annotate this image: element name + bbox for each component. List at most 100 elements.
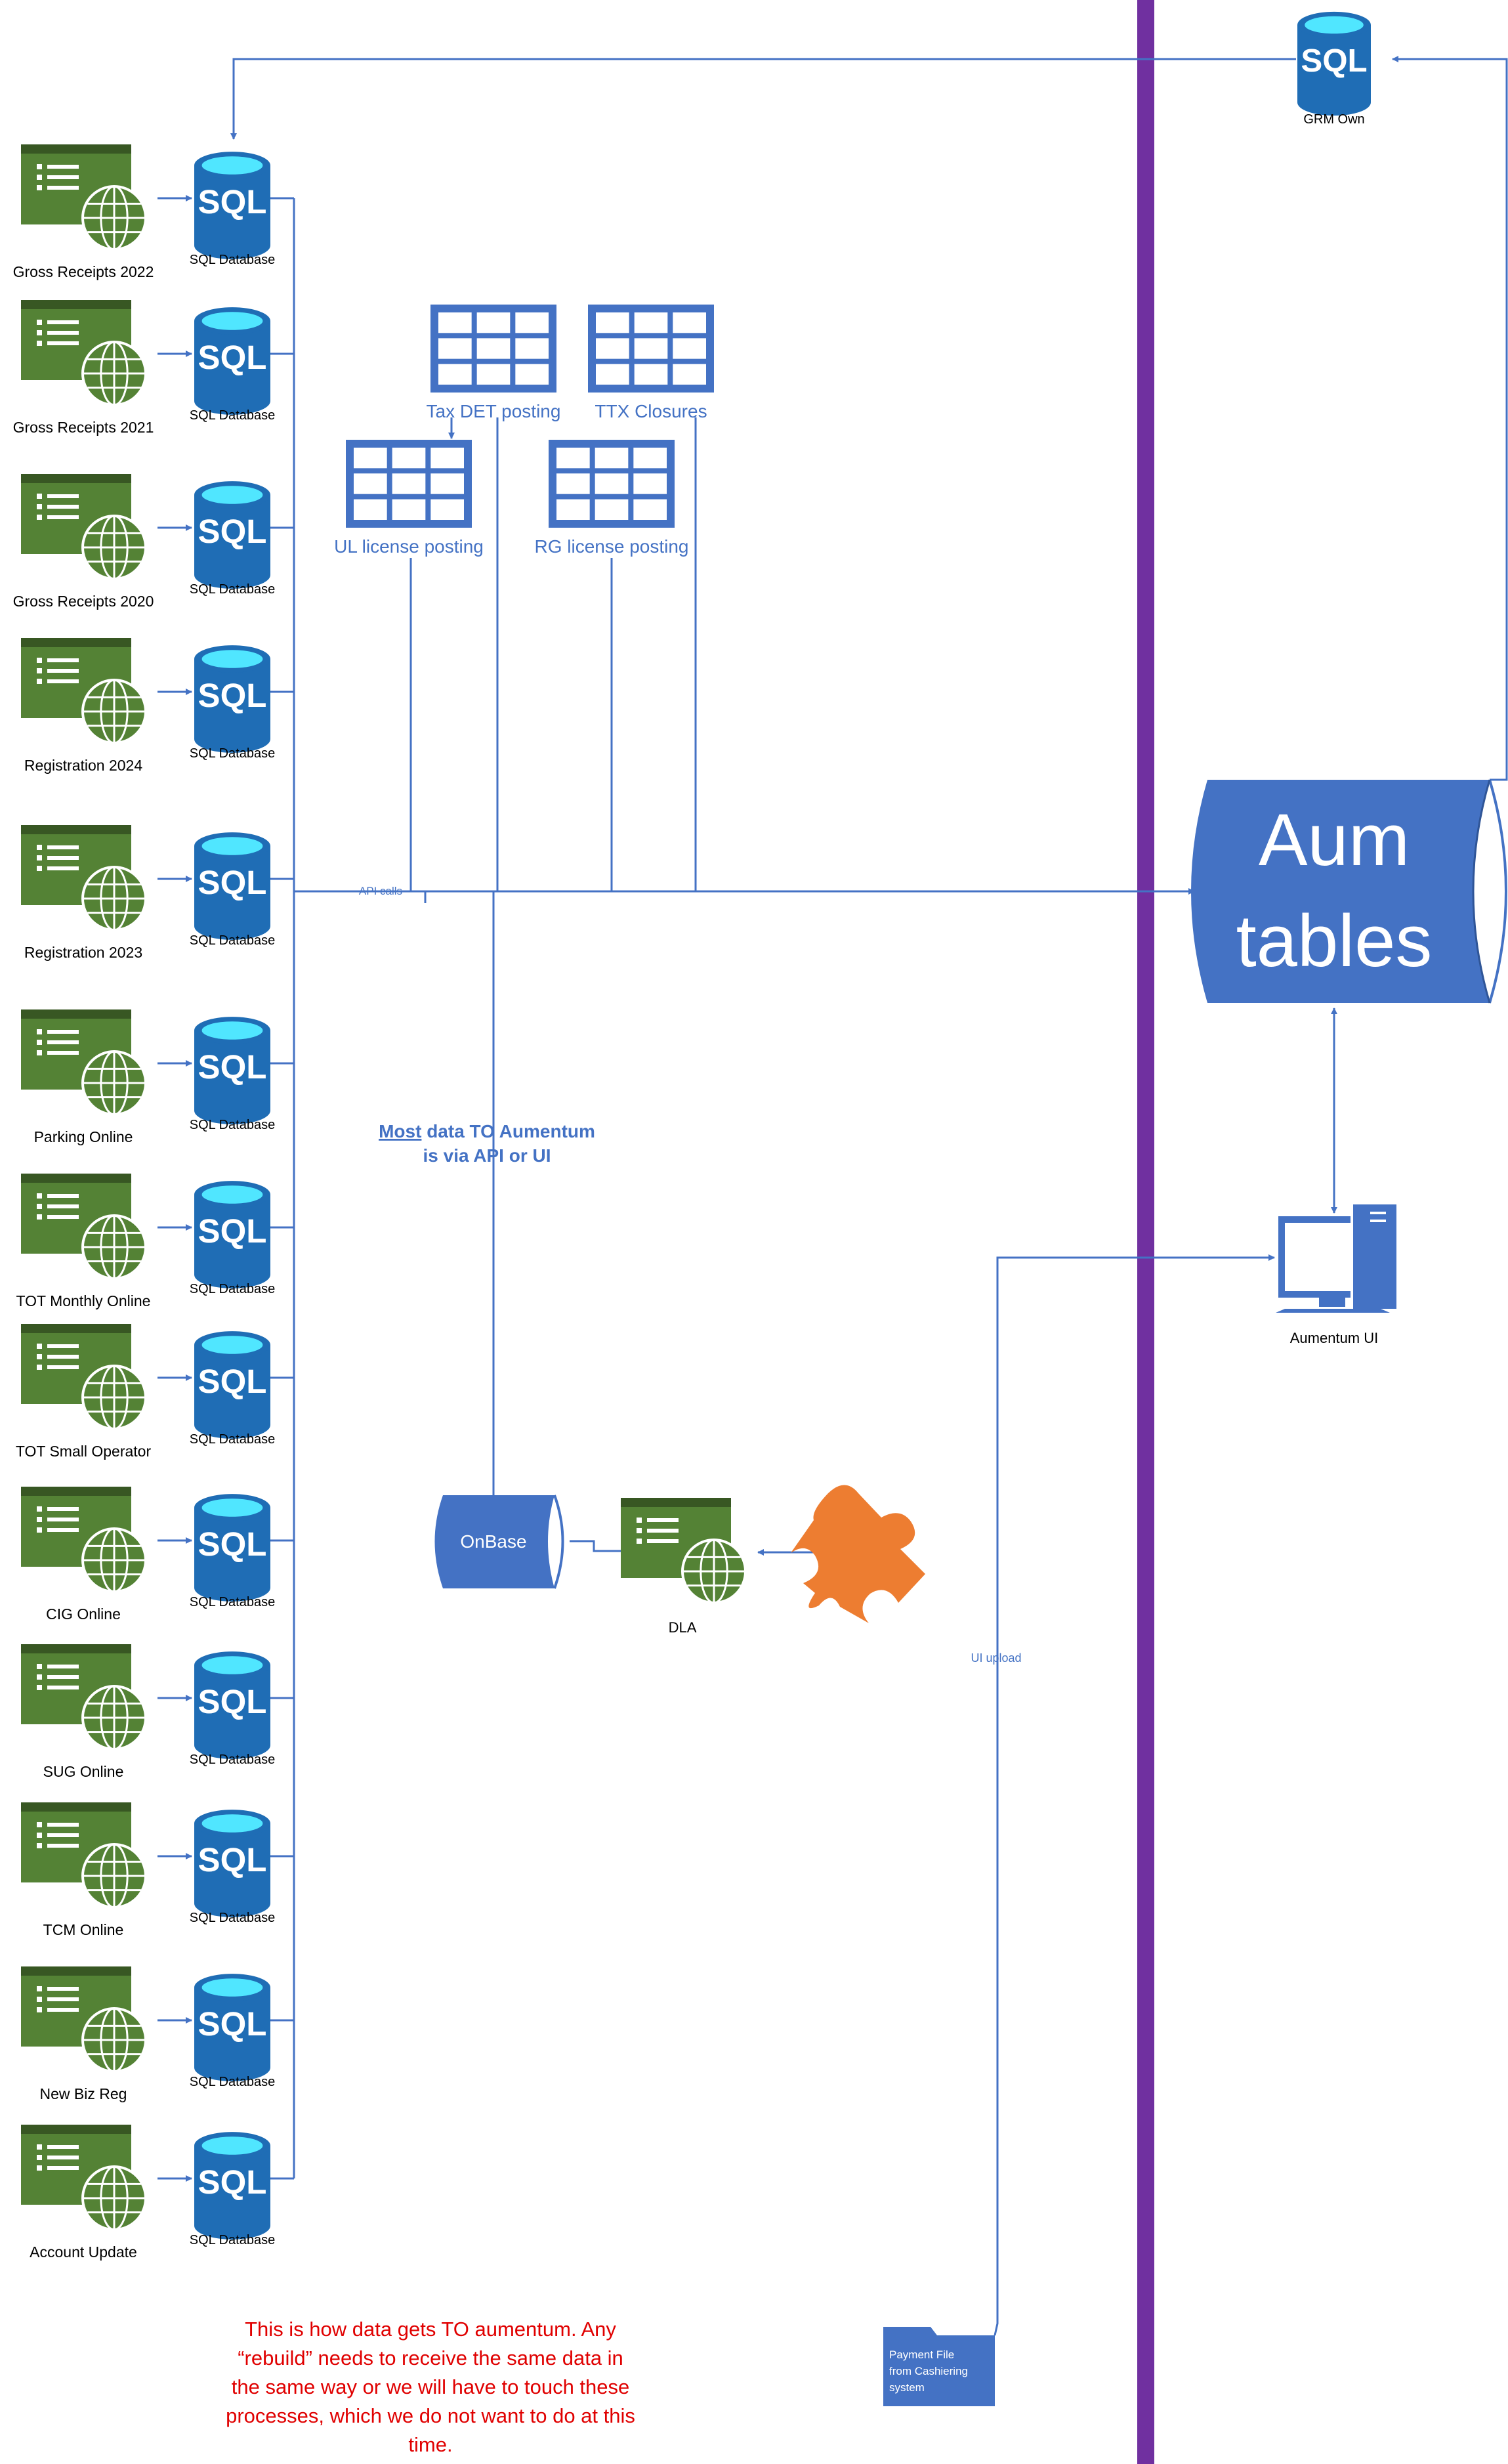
sql-database-icon: SQL (194, 1494, 270, 1602)
web-app-icon (21, 1174, 147, 1280)
web-app-icon (21, 1009, 147, 1116)
api-calls-label: API calls (359, 885, 402, 897)
web-app-icon (21, 2125, 147, 2231)
app-label: Registration 2024 (24, 757, 142, 774)
sql-glyph: SQL (198, 1212, 267, 1250)
computer-icon (1276, 1202, 1399, 1313)
web-app-icon (21, 1487, 147, 1593)
sql-glyph: SQL (198, 1048, 267, 1086)
app-label: TOT Monthly Online (16, 1292, 151, 1309)
table-icon (588, 305, 714, 393)
sql-database-label: SQL Database (190, 253, 275, 267)
sql-database-label: SQL Database (190, 1595, 275, 1609)
most-data-note-line2: is via API or UI (423, 1145, 551, 1166)
web-app-icon (21, 144, 147, 251)
web-app-icon (21, 1324, 147, 1430)
app-label: TOT Small Operator (16, 1443, 152, 1460)
sql-database-icon: SQL (194, 152, 270, 259)
sql-database-label: SQL Database (190, 582, 275, 597)
sql-glyph: SQL (1301, 43, 1367, 79)
sql-database-label: SQL Database (190, 1282, 275, 1296)
sql-glyph: SQL (198, 2163, 267, 2201)
app-label: CIG Online (46, 1605, 121, 1623)
ui-upload-label: UI upload (971, 1651, 1021, 1665)
onbase-label: OnBase (460, 1531, 526, 1552)
source-row: TOT Monthly Online SQL SQL Database (16, 1174, 275, 1309)
dla-label: DLA (669, 1619, 697, 1636)
grm-sql-icon: SQL (1297, 11, 1371, 116)
aum-tables-label-1: Aum (1259, 799, 1410, 881)
posting-tables (346, 305, 714, 528)
sql-database-label: SQL Database (190, 1911, 275, 1925)
table-icon (549, 440, 675, 528)
table-label-tax-det: Tax DET posting (427, 401, 561, 421)
aum-tables-label-2: tables (1236, 900, 1433, 982)
table-icon (346, 440, 472, 528)
sql-database-label: SQL Database (190, 2233, 275, 2247)
app-label: Gross Receipts 2020 (13, 593, 154, 610)
sql-database-icon: SQL (194, 832, 270, 940)
table-label-ttx: TTX Closures (595, 401, 707, 421)
source-row: SUG Online SQL SQL Database (21, 1644, 275, 1780)
app-label: SUG Online (43, 1763, 124, 1780)
ui-upload-link (994, 1254, 1275, 2336)
sql-database-icon: SQL (194, 1331, 270, 1439)
grm-to-source-link (230, 58, 1296, 140)
sql-glyph: SQL (198, 1683, 267, 1720)
payment-file-folder-icon (883, 2327, 995, 2406)
sql-glyph: SQL (198, 1841, 267, 1879)
boundary-divider (1137, 0, 1154, 2464)
connector-lines (157, 56, 1508, 2336)
payment-file-line3: system (889, 2381, 925, 2394)
app-label: Gross Receipts 2021 (13, 419, 154, 436)
sql-glyph: SQL (198, 339, 267, 376)
app-label: New Biz Reg (40, 2085, 127, 2102)
web-app-icon (21, 825, 147, 931)
sql-glyph: SQL (198, 1363, 267, 1400)
sql-database-label: SQL Database (190, 1432, 275, 1447)
red-note-line3: the same way or we will have to touch th… (232, 2375, 630, 2398)
sql-database-label: SQL Database (190, 933, 275, 948)
grm-own-database: SQL (1297, 11, 1371, 116)
app-label: Account Update (30, 2243, 137, 2261)
sql-database-icon: SQL (194, 1974, 270, 2081)
sql-database-icon: SQL (194, 1810, 270, 1917)
most-data-note-line1: Most data TO Aumentum (379, 1121, 595, 1141)
source-row: TOT Small Operator SQL SQL Database (16, 1324, 275, 1460)
source-row: Registration 2024 SQL SQL Database (21, 638, 275, 774)
sql-database-icon: SQL (194, 307, 270, 415)
web-app-icon (21, 1644, 147, 1751)
web-app-icon (21, 300, 147, 406)
sql-database-icon: SQL (194, 1017, 270, 1124)
aum-to-grm-link (1392, 56, 1508, 781)
payment-file-line1: Payment File (889, 2348, 954, 2361)
dla-app-icon (621, 1498, 747, 1604)
web-app-icon (21, 474, 147, 580)
source-row: Parking Online SQL SQL Database (21, 1009, 275, 1145)
sql-database-icon: SQL (194, 645, 270, 753)
web-app-icon (621, 1498, 747, 1604)
sql-database-label: SQL Database (190, 408, 275, 423)
aum-tables-store (1191, 779, 1507, 1004)
sql-database-label: SQL Database (190, 2075, 275, 2089)
sql-database-label: SQL Database (190, 746, 275, 761)
source-row: Account Update SQL SQL Database (21, 2125, 275, 2261)
red-note-line2: “rebuild” needs to receive the same data… (238, 2347, 623, 2369)
sql-database-icon: SQL (194, 1651, 270, 1759)
app-label: Gross Receipts 2022 (13, 263, 154, 280)
red-note-line1: This is how data gets TO aumentum. Any (245, 2318, 616, 2341)
sql-glyph: SQL (198, 677, 267, 714)
puzzle-piece-icon (791, 1485, 925, 1623)
grm-own-label: GRM Own (1303, 112, 1364, 127)
web-app-icon (21, 1802, 147, 1909)
sql-database-label: SQL Database (190, 1752, 275, 1767)
table-label-ul: UL license posting (334, 536, 484, 557)
red-note-line5: time. (408, 2433, 452, 2456)
app-label: Parking Online (34, 1128, 133, 1145)
sql-database-label: SQL Database (190, 1118, 275, 1132)
